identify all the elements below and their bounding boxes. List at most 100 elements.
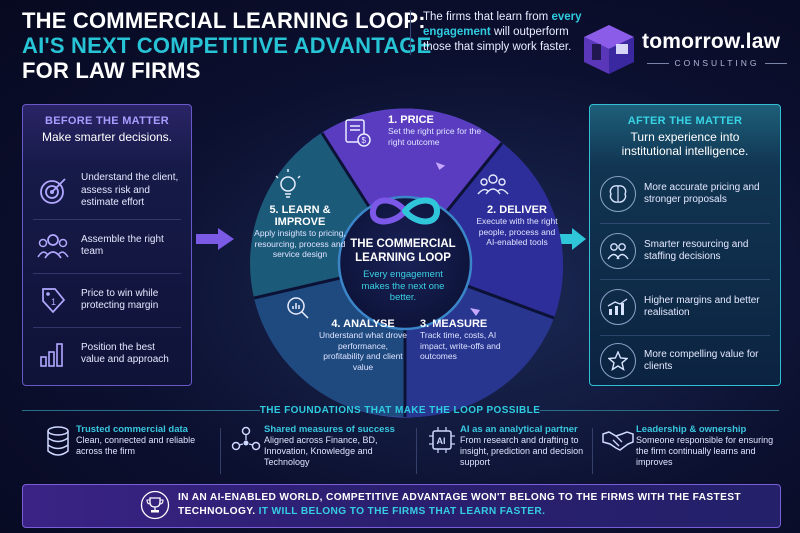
foundation-text: Aligned across Finance, BD, Innovation, … <box>264 435 378 467</box>
step-title: 3. MEASURE <box>420 318 488 330</box>
step-text: Track time, costs, AI impact, write-offs… <box>420 330 501 361</box>
network-icon <box>228 424 264 482</box>
after-item-text: Higher margins and better realisation <box>644 294 760 319</box>
foundation-heading: Shared measures of success <box>264 424 395 435</box>
segment-price <box>322 108 502 263</box>
before-item: Understand the client, assess risk and e… <box>33 165 181 217</box>
foundations-divider <box>22 410 260 411</box>
before-subheading: Make smarter decisions. <box>41 130 173 144</box>
before-item: 1 Price to win while protecting margin <box>33 273 181 326</box>
step-title: 4. ANALYSE <box>331 318 395 330</box>
step-measure: 3. MEASURE Track time, costs, AI impact,… <box>420 318 520 362</box>
target-icon <box>33 175 73 207</box>
people-deliver-icon <box>477 174 509 195</box>
logo-name: tomorrow.law <box>642 30 781 53</box>
step-title: 1. PRICE <box>388 114 434 126</box>
before-item-text: Understand the client, assess risk and e… <box>81 172 179 209</box>
step-learn-improve: 5. LEARN & IMPROVE Apply insights to pri… <box>252 204 348 260</box>
ai-chip-icon: AI <box>424 424 460 482</box>
star-icon <box>600 343 636 379</box>
foundation-text: Clean, connected and reliable across the… <box>76 435 196 456</box>
after-item: Smarter resourcing and staffing decision… <box>600 223 770 278</box>
lightbulb-icon <box>275 169 301 198</box>
foundation-heading: AI as an analytical partner <box>460 424 578 435</box>
loop-center-title: THE COMMERCIAL LEARNING LOOP <box>350 238 456 264</box>
foundation-separator <box>592 428 593 474</box>
arrow-right-icon <box>196 228 234 250</box>
step-title: 5. LEARN & IMPROVE <box>269 204 331 228</box>
growth-chart-icon <box>600 289 636 325</box>
step-text: Understand what drove performance, profi… <box>319 330 407 372</box>
svg-text:$: $ <box>362 136 367 145</box>
people-icon <box>600 233 636 269</box>
closing-message-highlight: IT WILL BELONG TO THE FIRMS THAT LEARN F… <box>258 506 546 517</box>
tagline-pre: The firms that learn from <box>423 11 552 23</box>
foundation-text: From research and drafting to insight, p… <box>460 435 584 467</box>
step-title: 2. DELIVER <box>487 204 547 216</box>
closing-message: IN AN AI-ENABLED WORLD, COMPETITIVE ADVA… <box>178 491 758 519</box>
loop-arrow-icon <box>470 308 480 316</box>
before-item: Position the best value and approach <box>33 327 181 380</box>
tagline-post: will outperform those that simply work f… <box>423 26 572 53</box>
after-item: Higher margins and better realisation <box>600 279 770 334</box>
logo-sub-text: CONSULTING <box>674 58 760 68</box>
step-text: Execute with the right people, process a… <box>476 216 558 247</box>
bar-chart-icon <box>33 338 73 370</box>
team-icon <box>33 230 73 262</box>
after-item-text: More compelling value for clients <box>644 348 759 373</box>
trophy-icon <box>140 490 170 520</box>
logo-cube-icon <box>584 25 634 74</box>
infinity-icon <box>370 197 441 225</box>
price-tag-icon: 1 <box>33 284 73 316</box>
after-item-text: Smarter resourcing and staffing decision… <box>644 238 749 263</box>
loop-arrow-icon <box>435 162 446 170</box>
svg-text:1: 1 <box>51 297 56 307</box>
after-heading: AFTER THE MATTER <box>627 115 743 127</box>
magnifier-chart-icon <box>287 297 309 319</box>
title-line-2: AI'S NEXT COMPETITIVE ADVANTAGE <box>22 33 432 58</box>
loop-center-subtitle: Every engagement makes the next one bett… <box>361 269 445 303</box>
before-panel: BEFORE THE MATTER Make smarter decisions… <box>22 104 192 386</box>
foundation-heading: Leadership & ownership <box>636 424 747 435</box>
before-heading: BEFORE THE MATTER <box>44 115 170 127</box>
learning-loop-wheel: $ <box>250 108 564 418</box>
foundation-separator <box>416 428 417 474</box>
title-line-3: FOR LAW FIRMS <box>22 58 201 83</box>
before-item-text: Assemble the right team <box>81 233 164 258</box>
after-item-text: More accurate pricing and stronger propo… <box>644 181 760 206</box>
before-item-text: Position the best value and approach <box>81 341 169 366</box>
title-line-1: THE COMMERCIAL LEARNING LOOP: <box>22 8 426 33</box>
database-icon <box>40 424 76 482</box>
loop-center <box>337 195 473 331</box>
foundation-text: Someone responsible for ensuring the fir… <box>636 435 774 467</box>
tagline-highlight: every engagement <box>423 11 582 38</box>
brain-icon <box>600 176 636 212</box>
closing-banner <box>22 484 781 528</box>
after-panel: AFTER THE MATTER Turn experience into in… <box>589 104 781 386</box>
before-item: Assemble the right team <box>33 219 181 272</box>
tagline: The firms that learn from every engageme… <box>410 10 583 55</box>
foundations-divider <box>540 410 779 411</box>
logo-sub: CONSULTING <box>642 58 792 68</box>
svg-text:AI: AI <box>437 436 446 446</box>
step-text: Apply insights to pricing, resourcing, p… <box>254 228 346 259</box>
document-price-icon: $ <box>345 119 371 147</box>
step-analyse: 4. ANALYSE Understand what drove perform… <box>318 318 408 372</box>
closing-message-main: IN AN AI-ENABLED WORLD, COMPETITIVE ADVA… <box>178 492 741 517</box>
step-deliver: 2. DELIVER Execute with the right people… <box>476 204 558 248</box>
after-item: More compelling value for clients <box>600 335 770 386</box>
before-item-text: Price to win while protecting margin <box>81 287 159 312</box>
foundation-heading: Trusted commercial data <box>76 424 188 435</box>
foundations-title: THE FOUNDATIONS THAT MAKE THE LOOP POSSI… <box>259 405 541 416</box>
after-item: More accurate pricing and stronger propo… <box>600 167 770 221</box>
step-text: Set the right price for the right outcom… <box>388 126 482 147</box>
page-title: THE COMMERCIAL LEARNING LOOP: AI'S NEXT … <box>22 8 432 83</box>
after-subheading: Turn experience into institutional intel… <box>621 130 749 158</box>
arrow-right-icon <box>556 228 586 250</box>
handshake-icon <box>600 424 636 482</box>
step-price: 1. PRICE Set the right price for the rig… <box>388 114 488 147</box>
